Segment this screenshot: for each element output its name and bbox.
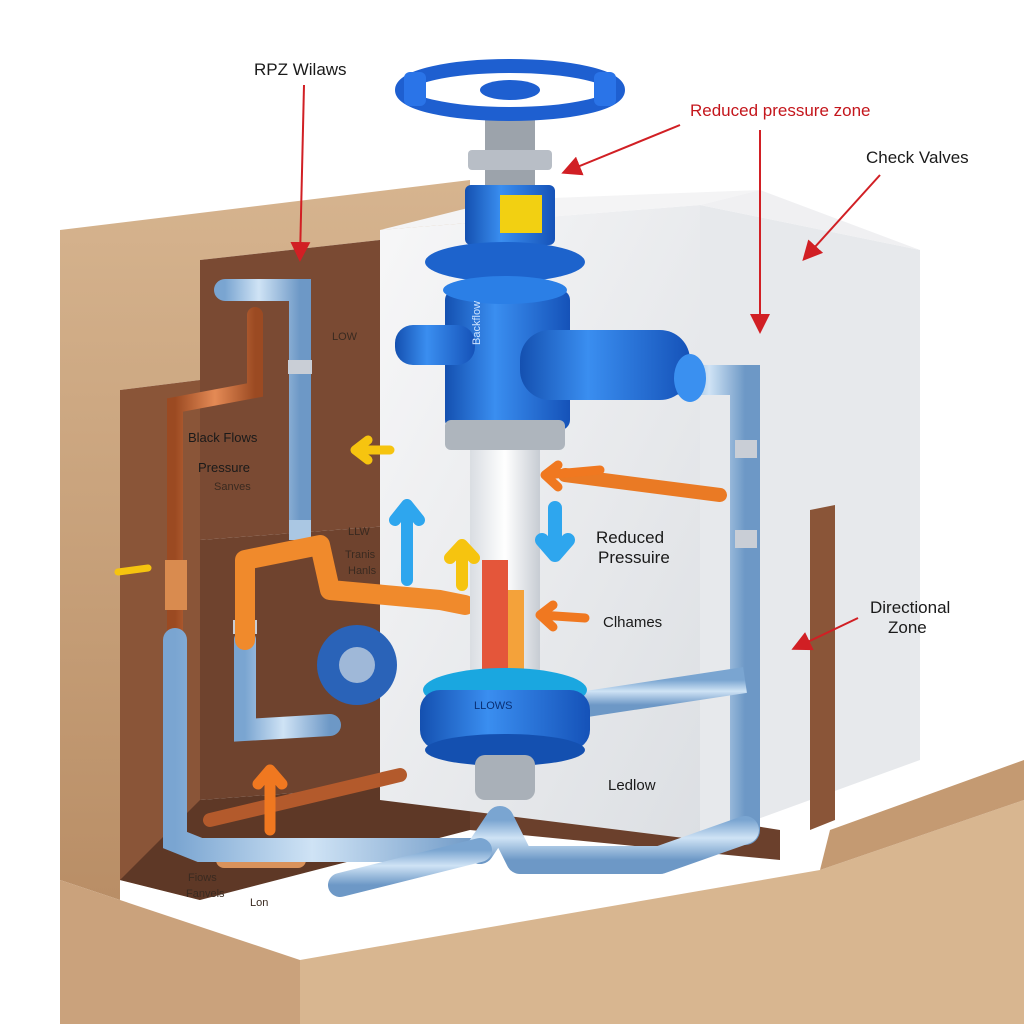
main-valve xyxy=(317,110,706,800)
label-chambers: Clhames xyxy=(603,614,663,631)
label-flow-top: LOW xyxy=(332,331,358,343)
label-flow-mid: LLW xyxy=(348,526,370,538)
orange-pipe xyxy=(235,468,727,650)
label-reduced-pressure-zone: Reduced pressure zone xyxy=(690,101,871,120)
label-tranis-2: Hanls xyxy=(348,565,377,577)
label-bottom-left-1: Fiows xyxy=(188,872,217,884)
handwheel xyxy=(395,59,625,121)
label-directional-2: Zone xyxy=(888,618,927,637)
label-ledlow: Ledlow xyxy=(608,777,656,794)
soil-block xyxy=(60,180,1024,1024)
label-pressure-valves-2: Sanves xyxy=(214,481,251,493)
label-reduced-1: Reduced xyxy=(596,528,665,547)
label-back-flows: Black Flows xyxy=(188,430,258,445)
label-reduced-2: Pressuire xyxy=(598,548,670,567)
annotation-lines xyxy=(290,84,881,651)
label-pressure-valves-1: Pressure xyxy=(198,460,251,475)
label-valve-body: Backflow xyxy=(471,300,483,345)
label-tranis-1: Tranis xyxy=(345,549,376,561)
label-check-valves: Check Valves xyxy=(866,148,969,167)
label-bottom-small: Lon xyxy=(250,897,269,909)
label-directional-1: Directional xyxy=(870,598,951,617)
flow-arrows xyxy=(114,435,605,836)
label-rpz-valves: RPZ Wilaws xyxy=(254,60,347,79)
label-bottom-left-2: Fanvels xyxy=(186,888,225,900)
label-flange: LLOWS xyxy=(474,700,513,712)
